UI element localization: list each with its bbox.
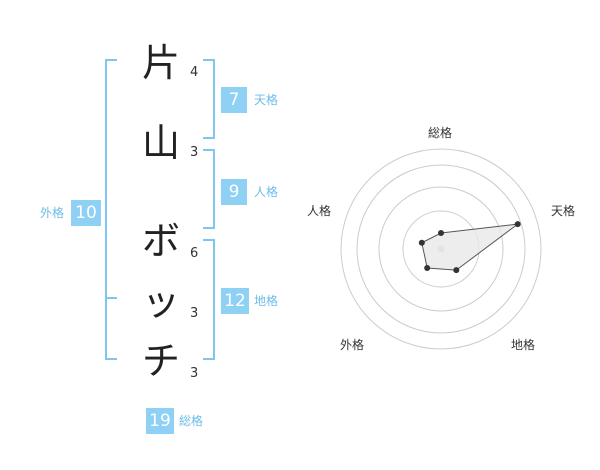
char-5-strokes: 3 xyxy=(190,366,199,381)
tenkaku-value: 7 xyxy=(221,87,247,113)
char-3-strokes: 6 xyxy=(190,246,199,261)
radar-point-2 xyxy=(453,267,460,274)
char-2-strokes: 3 xyxy=(190,145,199,160)
bracket-group xyxy=(105,59,215,360)
radar-point-0 xyxy=(438,230,444,237)
radar-chart xyxy=(340,148,542,350)
gaikaku-bracket xyxy=(105,59,117,360)
radar-point-4 xyxy=(418,239,425,246)
chikaku-value: 12 xyxy=(221,288,249,314)
tenkaku-bracket xyxy=(203,59,215,139)
radar-label-soukaku: 総格 xyxy=(428,126,453,140)
radar-ring xyxy=(340,148,542,350)
soukaku-value: 19 xyxy=(146,408,174,434)
jinkaku-bracket xyxy=(203,149,215,229)
radar-polygon xyxy=(421,223,520,271)
radar-label-tenkaku: 天格 xyxy=(551,204,576,218)
char-5: チ xyxy=(142,339,181,383)
radar-points xyxy=(418,221,521,274)
gaikaku-label: 外格 xyxy=(40,206,65,220)
radar-label-gaikaku: 外格 xyxy=(340,338,365,352)
soukaku-label: 総格 xyxy=(179,414,204,428)
radar-label-chikaku: 地格 xyxy=(511,338,536,352)
chikaku-bracket xyxy=(203,239,215,360)
radar-point-3 xyxy=(424,265,431,272)
char-2: 山 xyxy=(142,121,181,165)
jinkaku-label: 人格 xyxy=(254,185,279,199)
gaikaku-value: 10 xyxy=(71,200,101,226)
char-3: ボ xyxy=(142,219,181,263)
char-4-strokes: 3 xyxy=(190,306,199,321)
chikaku-label: 地格 xyxy=(254,294,279,308)
char-4: ッ xyxy=(142,280,181,324)
radar-label-jinkaku: 人格 xyxy=(307,204,332,218)
jinkaku-value: 9 xyxy=(221,179,247,205)
radar-ring xyxy=(378,186,504,312)
radar-ring xyxy=(356,164,526,334)
radar-point-1 xyxy=(514,221,521,228)
tenkaku-label: 天格 xyxy=(254,93,279,107)
char-1: 片 xyxy=(142,41,181,85)
char-1-strokes: 4 xyxy=(190,65,199,80)
